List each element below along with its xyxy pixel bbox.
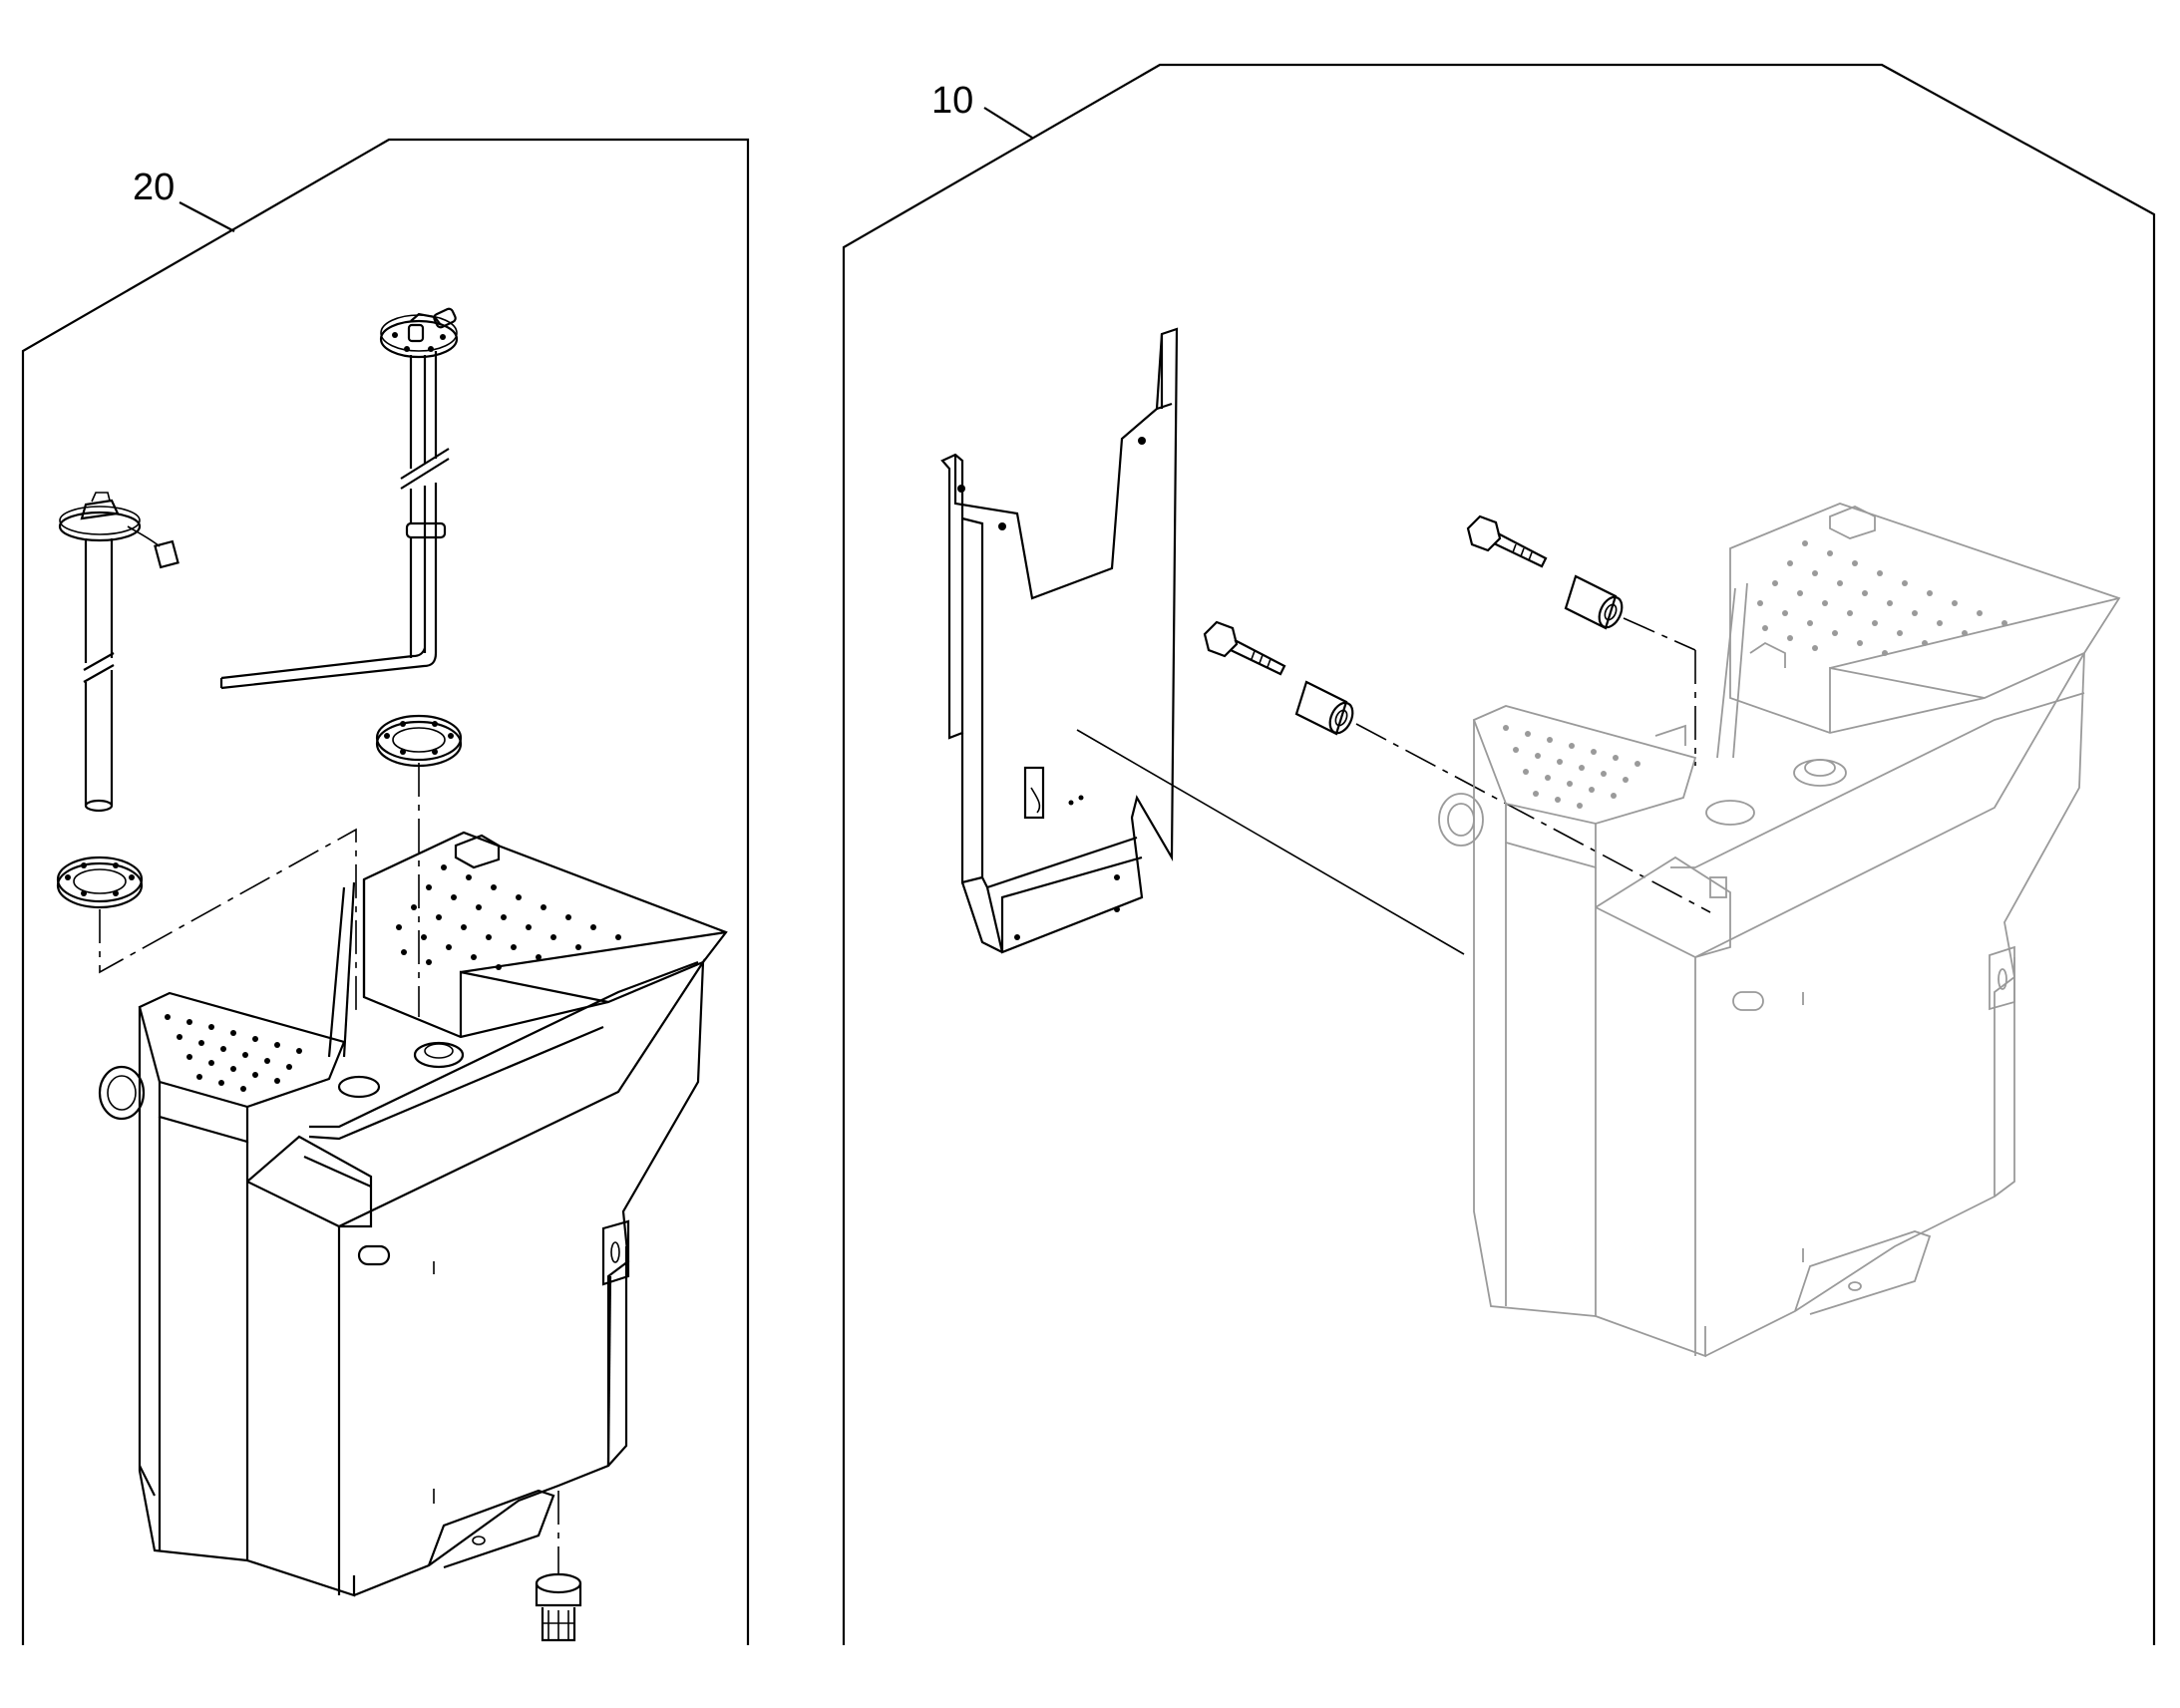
bracket-leader-line — [1076, 729, 1465, 955]
callout-20: 20 — [133, 167, 175, 208]
perforations-left-plate — [165, 1014, 302, 1092]
bolt-lower — [1203, 620, 1286, 676]
group-10-frame: 10 — [842, 63, 2156, 1645]
assembly-centerlines-10 — [1355, 617, 1711, 913]
ghost-perforations — [1503, 540, 2007, 809]
gasket-ring-right — [375, 714, 463, 768]
fuel-level-sender-left — [58, 492, 180, 813]
mounting-bracket-10 — [940, 327, 1179, 954]
assembly-centerlines-20 — [99, 763, 559, 1575]
fuel-suction-pickup — [219, 307, 459, 690]
bolt-upper — [1466, 514, 1548, 568]
spacer-lower — [1294, 680, 1354, 736]
gasket-ring-left — [56, 855, 144, 909]
callout-10: 10 — [931, 80, 973, 122]
drain-plug — [535, 1572, 582, 1642]
fuel-tank-reference-ghost — [1438, 503, 2121, 1358]
perforations-upper-box — [396, 864, 621, 970]
spacer-upper — [1564, 574, 1624, 630]
fuel-tank-20 — [98, 831, 728, 1597]
group-20-frame: 20 — [21, 138, 750, 1645]
